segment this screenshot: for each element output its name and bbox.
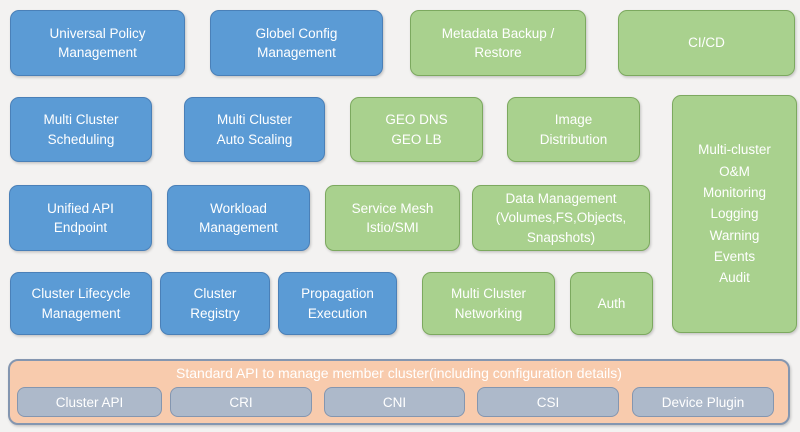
chip-csi: CSI — [477, 387, 619, 417]
block-multi-cluster-auto-scaling: Multi Cluster Auto Scaling — [184, 97, 325, 162]
block-multi-cluster-scheduling: Multi Cluster Scheduling — [10, 97, 152, 162]
block-propagation-execution: Propagation Execution — [278, 272, 397, 335]
block-auth: Auth — [570, 272, 653, 335]
block-service-mesh: Service Mesh Istio/SMI — [325, 185, 460, 251]
block-unified-api-endpoint: Unified API Endpoint — [9, 185, 152, 251]
standard-api-band-title: Standard API to manage member cluster(in… — [176, 365, 622, 381]
block-cluster-lifecycle-management: Cluster Lifecycle Management — [10, 272, 152, 335]
block-multi-cluster-networking: Multi Cluster Networking — [422, 272, 555, 335]
block-multi-cluster-om: Multi-cluster O&M Monitoring Logging War… — [672, 95, 797, 333]
block-workload-management: Workload Management — [167, 185, 310, 251]
chip-device-plugin: Device Plugin — [632, 387, 774, 417]
block-image-distribution: Image Distribution — [507, 97, 640, 162]
block-ci-cd: CI/CD — [618, 10, 795, 76]
standard-api-band: Standard API to manage member cluster(in… — [8, 359, 790, 425]
chip-cri: CRI — [170, 387, 312, 417]
chip-cluster-api: Cluster API — [17, 387, 162, 417]
block-metadata-backup-restore: Metadata Backup / Restore — [410, 10, 586, 76]
block-data-management: Data Management (Volumes,FS,Objects, Sna… — [472, 185, 650, 251]
block-cluster-registry: Cluster Registry — [160, 272, 270, 335]
block-global-config-management: Globel Config Management — [210, 10, 383, 76]
chip-cni: CNI — [324, 387, 465, 417]
block-geo-dns-geo-lb: GEO DNS GEO LB — [350, 97, 483, 162]
block-universal-policy-management: Universal Policy Management — [10, 10, 185, 76]
